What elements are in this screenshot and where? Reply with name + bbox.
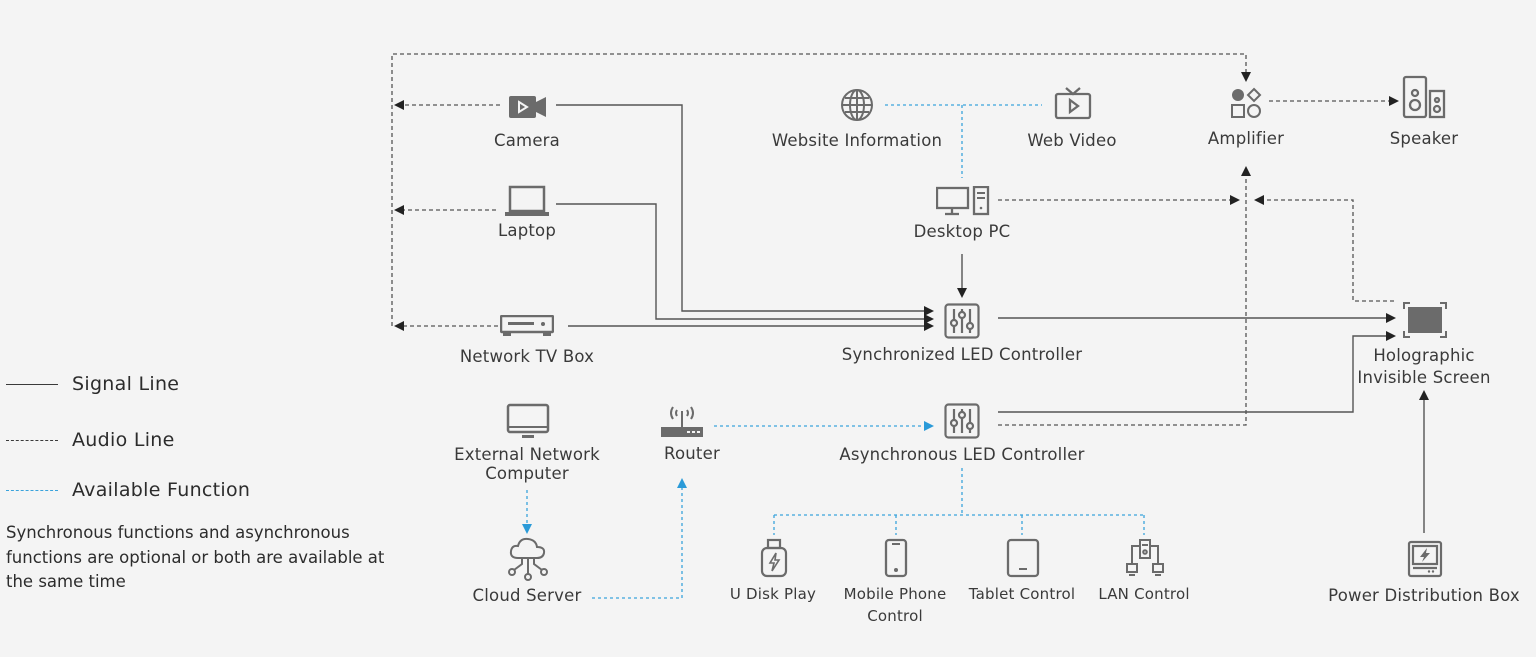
tablet-label: Tablet Control <box>968 585 1076 603</box>
laptop-label: Laptop <box>497 221 557 240</box>
camera-signal-line <box>556 104 934 316</box>
video-camera-icon <box>509 96 546 118</box>
speaker-label: Speaker <box>1389 129 1459 148</box>
tv-play-icon <box>1054 87 1092 120</box>
external-computer-label-1: External Network <box>454 445 600 464</box>
legend-label: Signal Line <box>72 373 180 395</box>
tablet-icon <box>1006 538 1040 578</box>
usb-drive-icon <box>760 538 788 578</box>
cloud-network-icon <box>508 537 548 581</box>
u-disk-label: U Disk Play <box>729 585 817 603</box>
legend-audio-line: Audio Line <box>6 429 175 451</box>
sliders-icon <box>944 303 980 339</box>
lan-icon <box>1126 539 1164 576</box>
set-top-box-icon <box>500 315 554 336</box>
desktop-pc-label: Desktop PC <box>913 222 1011 241</box>
async-controller-label: Asynchronous LED Controller <box>839 445 1085 464</box>
speaker-icon <box>1402 75 1446 119</box>
audio-top-loop <box>391 53 1251 326</box>
power-box-label: Power Distribution Box <box>1328 586 1520 605</box>
shapes-icon <box>1231 87 1262 118</box>
network-tv-box-label: Network TV Box <box>459 347 595 366</box>
amplifier-label: Amplifier <box>1207 129 1285 148</box>
async-to-screen-line <box>998 331 1396 413</box>
holographic-screen-label-1: Holographic <box>1373 346 1475 365</box>
mobile-phone-label-1: Mobile Phone <box>843 585 947 603</box>
async-audio-line <box>998 166 1251 426</box>
cloud-server-label: Cloud Server <box>472 586 582 605</box>
async-branch-line <box>773 468 1145 535</box>
screen-icon <box>1403 302 1447 338</box>
legend-available-function: Available Function <box>6 479 250 501</box>
sync-controller-label: Synchronized LED Controller <box>841 345 1083 364</box>
laptop-icon <box>505 185 549 216</box>
legend-signal-line: Signal Line <box>6 373 179 395</box>
mobile-phone-label-2: Control <box>867 607 923 625</box>
router-label: Router <box>664 444 720 463</box>
globe-icon <box>841 89 873 121</box>
laptop-signal-line <box>556 203 934 324</box>
desktop-pc-icon <box>936 186 990 216</box>
legend-note: Synchronous functions and asynchronous f… <box>6 523 385 591</box>
camera-label: Camera <box>494 131 560 150</box>
website-information-label: Website Information <box>771 131 943 150</box>
solid-line-swatch <box>6 383 58 385</box>
blue-dashed-line-swatch <box>6 489 58 491</box>
lan-label: LAN Control <box>1098 585 1190 603</box>
cloud-to-router-line <box>592 478 687 599</box>
external-computer-label-2: Computer <box>485 464 569 483</box>
holographic-screen-label-2: Invisible Screen <box>1357 368 1491 387</box>
legend-label: Audio Line <box>72 429 175 451</box>
screen-audio-line <box>1254 195 1394 302</box>
legend-label: Available Function <box>72 479 251 501</box>
phone-icon <box>884 538 908 578</box>
monitor-icon <box>506 403 550 438</box>
dashed-line-swatch <box>6 439 58 441</box>
power-box-icon <box>1407 540 1443 578</box>
router-icon <box>661 406 703 437</box>
web-video-label: Web Video <box>1027 131 1117 150</box>
sliders-icon <box>944 403 980 439</box>
